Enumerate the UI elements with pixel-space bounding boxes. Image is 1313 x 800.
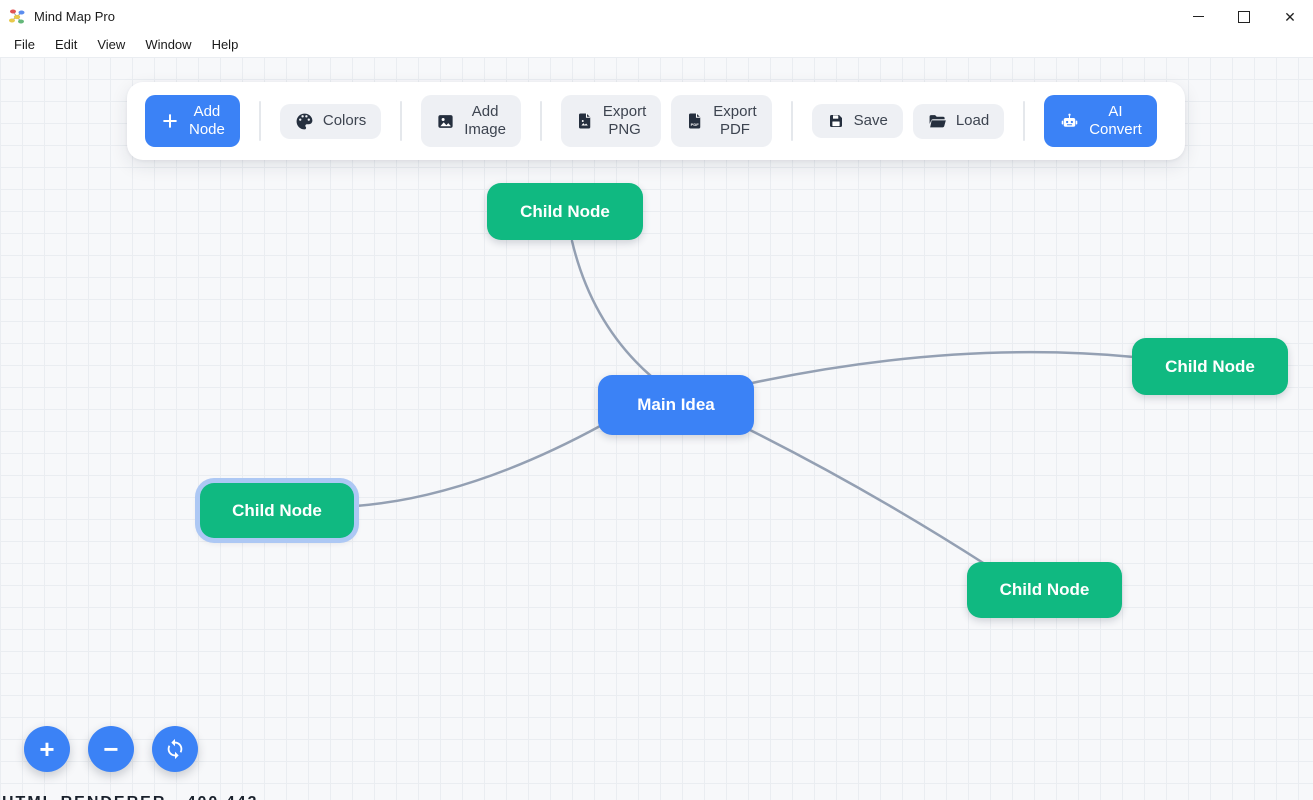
menu-view[interactable]: View [97,36,126,52]
plus-icon [163,114,177,128]
toolbar-separator [258,101,261,141]
title-bar: Mind Map Pro ✕ [0,0,1313,33]
close-button[interactable]: ✕ [1267,0,1313,33]
toolbar-separator [400,101,403,141]
plus-icon: + [39,733,55,764]
close-icon: ✕ [1284,8,1296,25]
minimize-button[interactable] [1175,0,1221,33]
menu-file[interactable]: File [14,36,35,52]
export-png-label: Export PNG [602,102,647,138]
app-icon [8,8,26,26]
toolbar-separator [1023,101,1026,141]
edge-main-right-child [750,350,1136,385]
mindmap-node-child-bottom-right[interactable]: Child Node [967,562,1122,618]
save-button[interactable]: Save [811,103,903,139]
window-controls: ✕ [1175,0,1313,33]
mindmap-node-main[interactable]: Main Idea [598,375,754,435]
toolbar: Add Node Colors Add Image Export PNG PDF… [127,82,1185,160]
toolbar-separator [790,101,793,141]
ai-convert-label: AI Convert [1089,102,1142,138]
colors-button[interactable]: Colors [279,103,382,139]
save-icon [829,114,842,127]
colors-label: Colors [322,111,367,129]
clipped-bottom-text: HTML RENDERER · 400 442 [2,794,258,800]
mindmap-canvas[interactable]: Add Node Colors Add Image Export PNG PDF… [0,57,1313,800]
palette-icon [296,113,313,129]
robot-icon [1061,113,1078,127]
connector-lines [354,239,1136,568]
node-label: Child Node [999,580,1090,599]
image-icon [438,114,453,128]
add-image-button[interactable]: Add Image [421,94,521,148]
menu-edit[interactable]: Edit [54,36,78,52]
svg-text:PDF: PDF [691,122,700,127]
node-label: Main Idea [637,395,715,414]
toolbar-separator [539,101,542,141]
load-button[interactable]: Load [912,103,1005,139]
folder-open-icon [929,114,946,127]
maximize-button[interactable] [1221,0,1267,33]
reset-view-button[interactable] [152,726,198,772]
zoom-in-button[interactable]: + [24,726,70,772]
node-label: Child Node [232,500,322,520]
menu-help[interactable]: Help [211,36,239,52]
mindmap-node-child-top[interactable]: Child Node [487,183,643,240]
window-title: Mind Map Pro [34,9,115,24]
save-label: Save [853,111,888,129]
export-png-button[interactable]: Export PNG [560,94,662,148]
zoom-controls: + − [24,726,198,772]
export-pdf-label: Export PDF [713,102,757,138]
edge-main-bottomright-child [746,427,990,568]
node-label: Child Node [1165,356,1255,376]
file-pdf-icon: PDF [689,113,701,129]
node-label: Child Node [520,201,610,221]
mindmap-node-child-right[interactable]: Child Node [1132,338,1288,395]
file-image-icon [578,113,591,129]
zoom-out-button[interactable]: − [88,726,134,772]
export-pdf-button[interactable]: PDF Export PDF [671,94,772,148]
ai-convert-button[interactable]: AI Convert [1044,94,1157,148]
mindmap-node-child-left-selected[interactable]: Child Node [200,483,354,538]
add-node-button[interactable]: Add Node [145,94,240,148]
menu-bar: File Edit View Window Help [0,33,1313,57]
load-label: Load [955,111,990,129]
minimize-icon [1192,16,1204,17]
refresh-icon [167,738,183,760]
edge-main-left-child [354,423,604,508]
edge-main-top-child [570,239,654,379]
menu-window[interactable]: Window [145,36,192,52]
maximize-icon [1238,10,1250,23]
add-node-label: Add Node [189,102,225,138]
add-image-label: Add Image [464,102,506,138]
minus-icon: − [103,733,119,764]
